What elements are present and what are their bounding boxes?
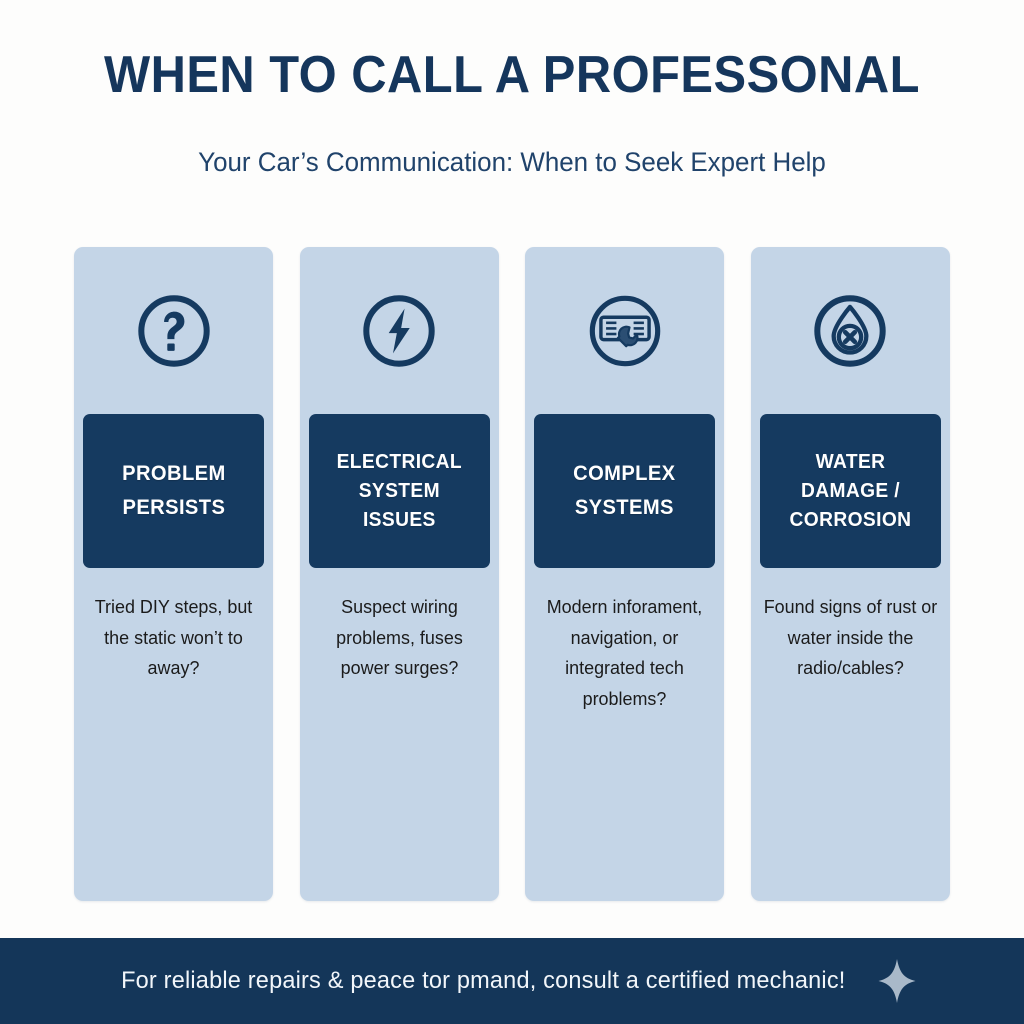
card-banner: PROBLEM PERSISTS (83, 414, 264, 568)
circuit-wrench-circle-icon (589, 295, 661, 366)
card-body-text: Suspect wiring problems, fuses power sur… (335, 596, 463, 679)
card-banner: WATER DAMAGE / CORROSION (759, 414, 941, 568)
cards-row: PROBLEM PERSISTS Tried DIY steps, but th… (74, 247, 950, 901)
footer-inner: For reliable repairs & peace tor pmand, … (106, 958, 919, 1004)
card-banner: COMPLEX SYSTEMS (534, 414, 716, 568)
card-heading-line: SYSTEMS (575, 496, 675, 519)
card-heading-line: PERSISTS (122, 496, 225, 519)
card-heading-line: ELECTRICAL (336, 450, 462, 473)
poster-header: WHEN TO CALL A PROFESSONAL Your Car’s Co… (0, 48, 1024, 178)
footer-bar: For reliable repairs & peace tor pmand, … (0, 938, 1024, 1024)
card-body-text: Found signs of rust or water inside the … (763, 596, 938, 679)
card-body-text: Modern inforament, navigation, or integr… (547, 596, 703, 710)
card-heading: ELECTRICAL SYSTEM ISSUES (336, 448, 461, 535)
card-complex-systems[interactable]: COMPLEX SYSTEMS Modern inforament, navig… (525, 247, 725, 901)
card-body-text: Tried DIY steps, but the static won’t to… (94, 596, 253, 679)
card-heading-line: PROBLEM (121, 461, 226, 485)
footer-text: For reliable repairs & peace tor pmand, … (120, 967, 846, 994)
card-water-damage-corrosion[interactable]: WATER DAMAGE / CORROSION Found signs of … (750, 247, 950, 901)
card-icon-zone (74, 247, 273, 414)
card-heading: WATER DAMAGE / CORROSION (790, 448, 912, 535)
card-heading-line: CORROSION (789, 508, 912, 531)
card-problem-persists[interactable]: PROBLEM PERSISTS Tried DIY steps, but th… (74, 247, 273, 901)
card-icon-zone (525, 247, 724, 414)
card-heading: PROBLEM PERSISTS (122, 457, 226, 525)
page-subtitle: Your Car’s Communication: When to Seek E… (198, 146, 826, 177)
card-icon-zone (300, 247, 499, 414)
card-banner: ELECTRICAL SYSTEM ISSUES (308, 414, 490, 568)
card-electrical-system-issues[interactable]: ELECTRICAL SYSTEM ISSUES Suspect wiring … (299, 247, 499, 901)
card-heading-line: WATER (815, 450, 886, 473)
card-heading-line: DAMAGE / (800, 479, 900, 502)
sparkle-icon (878, 959, 916, 1003)
card-heading-line: ISSUES (362, 508, 436, 531)
question-mark-circle-icon (137, 294, 210, 367)
page-title: WHEN TO CALL A PROFESSONAL (103, 46, 921, 104)
water-droplet-x-circle-icon (814, 294, 887, 367)
card-heading-line: COMPLEX (573, 461, 677, 485)
card-heading: COMPLEX SYSTEMS (574, 457, 676, 525)
lightning-bolt-circle-icon (363, 294, 435, 367)
card-icon-zone (751, 247, 950, 414)
card-heading-line: SYSTEM (358, 479, 440, 502)
